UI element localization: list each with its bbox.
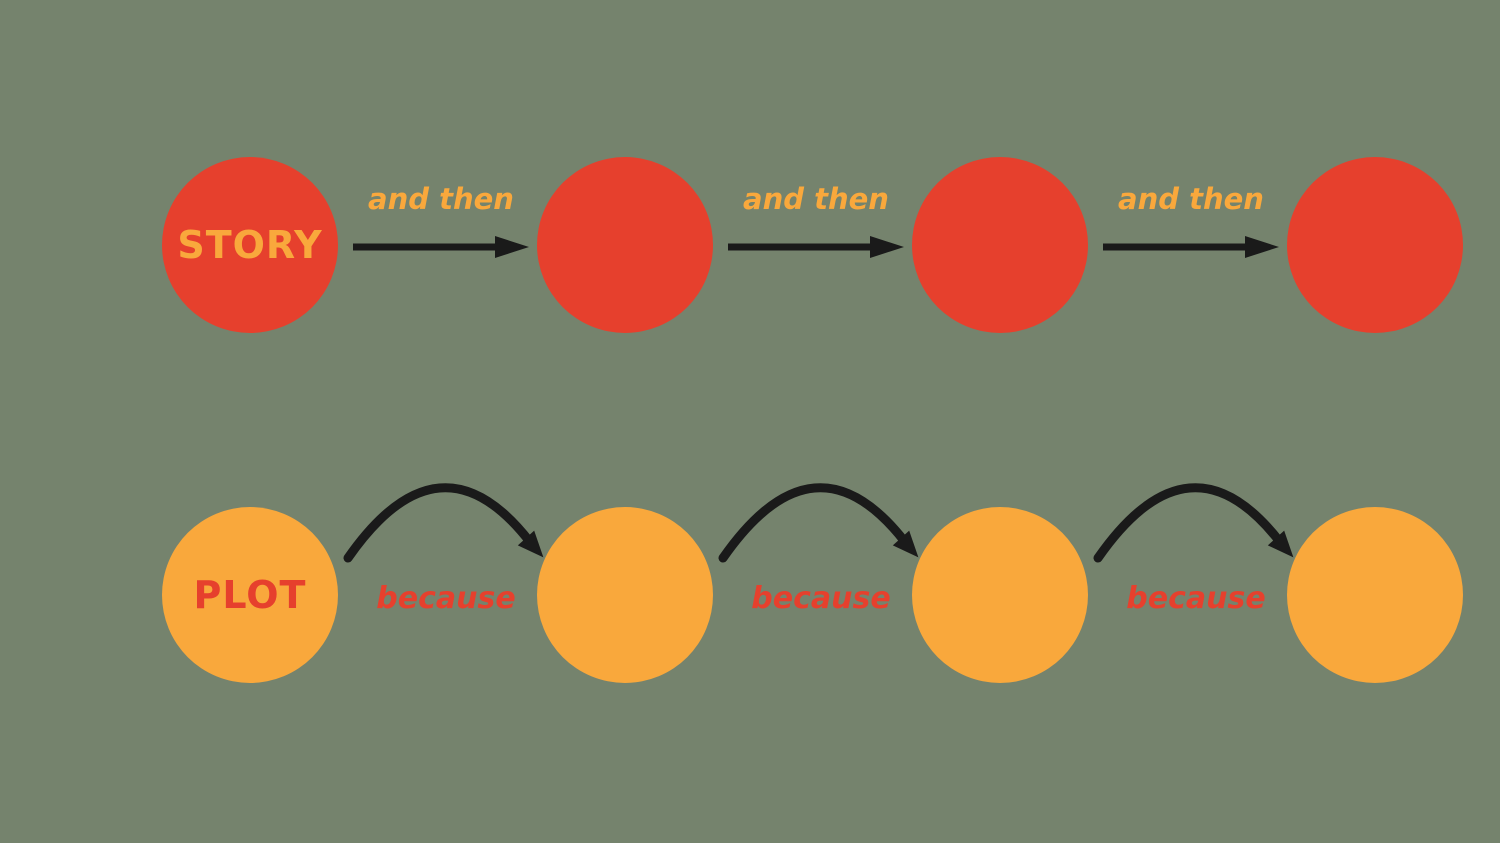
curved-arrow-icon [343, 483, 544, 563]
plot-node-4 [1287, 507, 1463, 683]
plot-node-1: PLOT [162, 507, 338, 683]
story-node-1: STORY [162, 157, 338, 333]
straight-arrow-icon [353, 236, 529, 258]
because-connector-3: because [1090, 480, 1302, 616]
plot-node-3 [912, 507, 1088, 683]
and-then-connector-2: and then [723, 182, 909, 262]
and-then-label-1: and then [368, 182, 514, 216]
because-connector-2: because [715, 480, 927, 616]
because-label-2: because [751, 581, 891, 616]
plot-node-label: PLOT [193, 573, 307, 617]
straight-arrow-icon [1103, 236, 1279, 258]
story-node-label: STORY [177, 223, 323, 267]
because-label-1: because [376, 581, 516, 616]
and-then-label-2: and then [743, 182, 889, 216]
because-label-3: because [1126, 581, 1266, 616]
curved-arrow-icon [718, 483, 919, 563]
straight-arrow-icon [728, 236, 904, 258]
curved-arrow-icon [1093, 483, 1294, 563]
because-connector-1: because [340, 480, 552, 616]
plot-node-2 [537, 507, 713, 683]
story-node-2 [537, 157, 713, 333]
story-node-4 [1287, 157, 1463, 333]
story-node-3 [912, 157, 1088, 333]
and-then-label-3: and then [1118, 182, 1264, 216]
and-then-connector-3: and then [1098, 182, 1284, 262]
and-then-connector-1: and then [348, 182, 534, 262]
